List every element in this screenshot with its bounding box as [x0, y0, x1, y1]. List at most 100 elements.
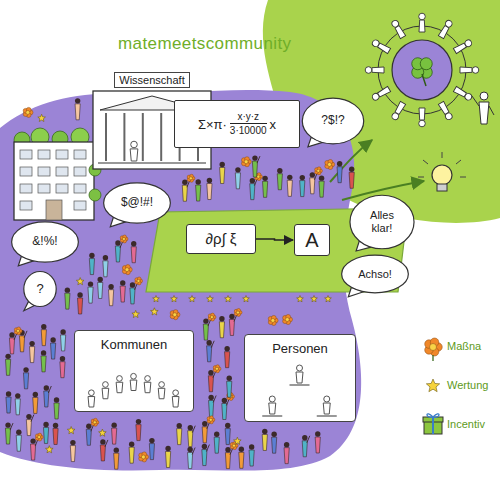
- star: [234, 437, 242, 444]
- star: [76, 278, 84, 285]
- side-figure: [472, 92, 494, 124]
- person: [220, 162, 225, 184]
- person: [29, 341, 34, 363]
- flower: [135, 277, 143, 285]
- person: [349, 167, 354, 189]
- legend-icon: [423, 414, 443, 434]
- text-holder: Σ×π·x·y·z3·10000x: [198, 111, 276, 137]
- person: [158, 382, 165, 399]
- person: [315, 431, 320, 453]
- person: [225, 423, 230, 445]
- card-text: ∂ρ∫ ξ: [206, 231, 237, 248]
- person: [419, 108, 426, 127]
- person: [114, 447, 119, 469]
- person: [60, 356, 65, 378]
- person: [144, 376, 151, 393]
- person: [371, 86, 391, 101]
- person: [77, 292, 82, 314]
- star: [153, 296, 160, 302]
- person: [9, 332, 17, 354]
- speech-bubble: ?$!?: [312, 106, 354, 136]
- star: [426, 379, 439, 392]
- text-holder: &!%!: [25, 235, 65, 249]
- text-holder: Personen: [245, 335, 355, 357]
- person: [149, 438, 154, 460]
- text-holder: Wissenschaft: [92, 70, 212, 88]
- star: [171, 296, 178, 302]
- flower: [91, 418, 99, 426]
- panel-heading: Kommunen: [101, 337, 167, 353]
- star: [243, 296, 250, 302]
- formula-board: Σ×π·x·y·z3·10000x: [174, 100, 300, 148]
- person: [208, 370, 216, 392]
- text-holder: Alles klar!: [363, 209, 401, 234]
- flower: [23, 107, 33, 117]
- person: [239, 447, 244, 469]
- formula-text: 3·10000: [230, 123, 267, 137]
- person: [15, 393, 20, 415]
- flower: [268, 315, 278, 325]
- text-holder: ∂ρ∫ ξ: [206, 231, 237, 248]
- person: [438, 101, 453, 121]
- person: [5, 354, 10, 376]
- legend-text: Incentiv: [447, 418, 485, 430]
- flower: [122, 265, 132, 275]
- person: [225, 447, 233, 469]
- speech-text: ?: [33, 282, 47, 297]
- person: [391, 19, 406, 39]
- person: [310, 172, 318, 194]
- formula-text: x·y·z: [237, 111, 259, 123]
- legend-icon: [425, 338, 443, 361]
- flower: [35, 433, 43, 441]
- star: [99, 429, 107, 436]
- person: [86, 424, 94, 446]
- person: [214, 431, 219, 453]
- star: [189, 296, 196, 302]
- person: [391, 101, 406, 121]
- diagram-title: matemeetscommunity: [118, 34, 291, 54]
- person: [89, 253, 94, 275]
- arrow-connector: [256, 239, 293, 240]
- person: [365, 67, 384, 74]
- person: [33, 392, 38, 414]
- person: [6, 391, 11, 413]
- person: [188, 425, 196, 447]
- flower: [208, 313, 216, 321]
- person: [323, 396, 330, 414]
- star: [207, 296, 214, 302]
- flower: [187, 174, 195, 182]
- person: [300, 175, 305, 197]
- flower: [207, 416, 215, 424]
- person: [100, 439, 108, 461]
- person: [219, 316, 224, 338]
- person: [250, 178, 258, 200]
- person: [202, 444, 210, 466]
- person: [453, 39, 473, 54]
- person: [65, 287, 70, 309]
- person: [53, 423, 58, 445]
- person: [130, 141, 138, 161]
- person: [130, 282, 138, 304]
- flower: [425, 338, 443, 356]
- person: [229, 314, 237, 336]
- person: [222, 398, 230, 420]
- star: [311, 296, 318, 302]
- flower: [283, 314, 293, 324]
- speech-bubble: Achso!: [352, 262, 398, 286]
- person: [177, 423, 182, 445]
- legend-text: Wertung: [447, 379, 488, 391]
- flower: [120, 235, 128, 243]
- person: [208, 395, 216, 417]
- legend-icons: [423, 338, 443, 434]
- person: [195, 179, 200, 201]
- person: [453, 86, 473, 101]
- flower: [170, 310, 180, 320]
- star: [38, 114, 46, 121]
- text-holder: ?: [33, 282, 47, 297]
- person: [438, 19, 453, 39]
- person: [337, 161, 342, 183]
- person: [165, 446, 170, 468]
- star: [46, 446, 54, 453]
